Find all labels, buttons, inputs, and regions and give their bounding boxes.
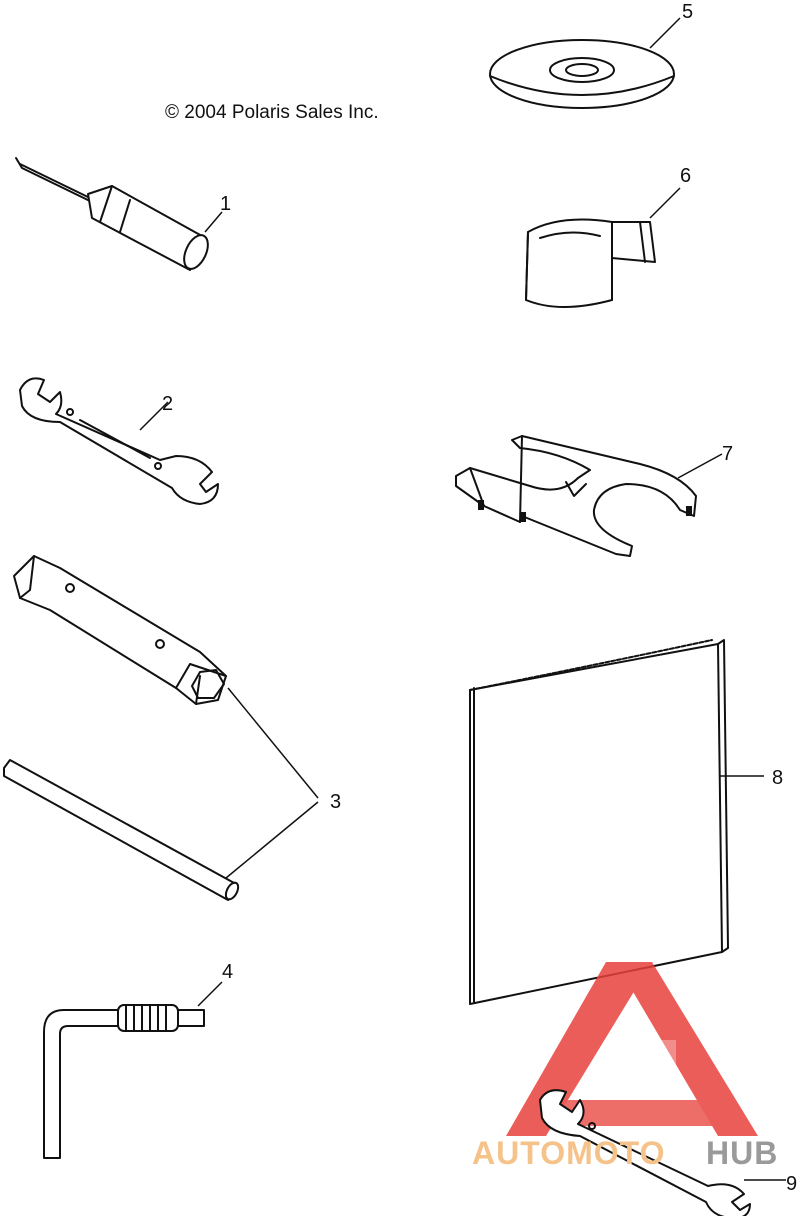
- leader-4: [197, 981, 223, 1007]
- spanner-tool-part: [455, 435, 697, 557]
- manual-part: [469, 639, 729, 1005]
- callout-8: 8: [772, 767, 783, 789]
- copyright-text: © 2004 Polaris Sales Inc.: [165, 102, 379, 123]
- leader-2: [139, 401, 169, 431]
- screwdriver-part: [15, 157, 209, 271]
- tommy-bar-part: [3, 759, 240, 901]
- callout-3: 3: [330, 791, 341, 813]
- watermark-text-hub: HUB: [706, 1135, 778, 1171]
- leader-3a: [227, 687, 319, 799]
- leader-6: [649, 187, 681, 219]
- leader-1: [204, 211, 223, 233]
- wrench-part: [19, 377, 219, 505]
- callout-4: 4: [222, 961, 233, 983]
- callout-5: 5: [682, 1, 693, 23]
- automotohub-logo: [506, 962, 758, 1136]
- watermark-text-automoto: AUTOMOTO: [472, 1135, 665, 1171]
- leader-3b: [225, 801, 319, 879]
- hex-key-part: [43, 1004, 205, 1159]
- callout-9: 9: [786, 1173, 797, 1195]
- leader-7: [677, 453, 723, 479]
- callout-6: 6: [680, 165, 691, 187]
- callout-7: 7: [722, 443, 733, 465]
- disc-part: [489, 39, 675, 109]
- callout-2: 2: [162, 393, 173, 415]
- leader-5: [649, 17, 681, 49]
- callout-1: 1: [220, 193, 231, 215]
- strap-part: [525, 218, 656, 308]
- socket-wrench-part: [13, 555, 227, 705]
- small-wrench-part: [539, 1089, 751, 1216]
